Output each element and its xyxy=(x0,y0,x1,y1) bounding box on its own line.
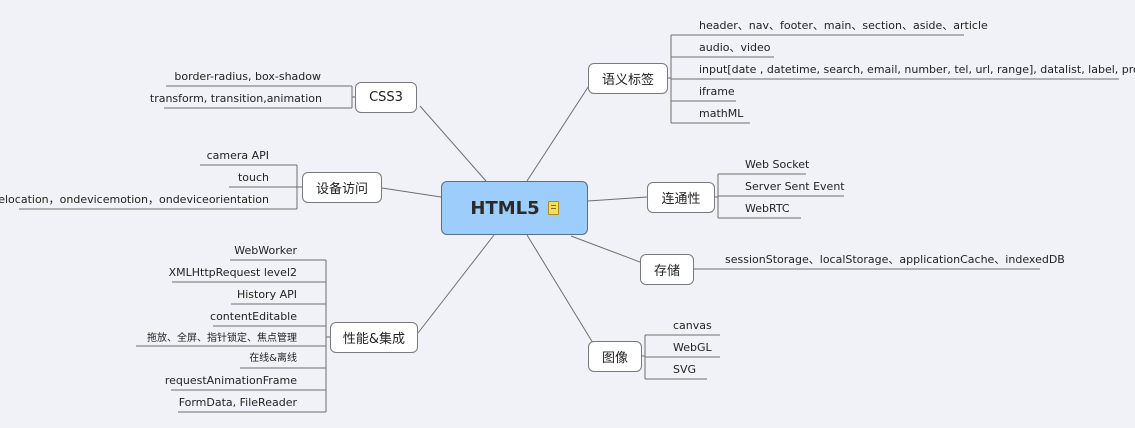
root-label: HTML5 xyxy=(470,197,540,219)
leaf-device-2[interactable]: touch xyxy=(237,171,269,184)
branch-device-access[interactable]: 设备访问 xyxy=(302,172,382,203)
leaf-css3-1[interactable]: border-radius, box-shadow xyxy=(174,70,321,83)
branch-performance[interactable]: 性能&集成 xyxy=(330,322,418,353)
connector-root-css3 xyxy=(419,105,487,182)
leaf-device-1[interactable]: camera API xyxy=(206,149,269,162)
leaf-storage-1[interactable]: sessionStorage、localStorage、applicationC… xyxy=(725,253,1065,266)
leaf-performance-8[interactable]: FormData, FileReader xyxy=(178,396,297,409)
branch-storage[interactable]: 存储 xyxy=(640,254,694,285)
connector-root-graphics xyxy=(526,234,597,349)
branch-semantic-tags[interactable]: 语义标签 xyxy=(588,63,668,94)
leaf-graphics-2[interactable]: WebGL xyxy=(673,341,712,354)
leaf-performance-6[interactable]: 在线&离线 xyxy=(249,353,297,364)
branch-graphics[interactable]: 图像 xyxy=(588,341,642,372)
leaf-semantic-4[interactable]: iframe xyxy=(699,85,735,98)
leaf-semantic-3[interactable]: input[date , datetime, search, email, nu… xyxy=(699,63,1135,76)
note-icon xyxy=(547,201,559,215)
leaf-graphics-3[interactable]: SVG xyxy=(673,363,697,376)
leaf-connectivity-2[interactable]: Server Sent Event xyxy=(745,180,845,193)
leaf-device-3[interactable]: gelocation，ondevicemotion，ondeviceorient… xyxy=(0,193,269,206)
leaf-connectivity-3[interactable]: WebRTC xyxy=(745,202,790,215)
connector-root-connectivity xyxy=(587,196,648,202)
leaf-graphics-1[interactable]: canvas xyxy=(673,319,712,332)
leaf-connectivity-1[interactable]: Web Socket xyxy=(745,158,810,171)
leaf-performance-5[interactable]: 拖放、全屏、指针锁定、焦点管理 xyxy=(147,333,297,344)
leaf-performance-1[interactable]: WebWorker xyxy=(234,244,297,257)
leaf-semantic-2[interactable]: audio、video xyxy=(699,41,771,54)
leaf-performance-2[interactable]: XMLHttpRequest level2 xyxy=(168,266,297,279)
leaf-semantic-5[interactable]: mathML xyxy=(699,107,744,120)
connector-root-storage xyxy=(570,235,641,263)
leaf-performance-4[interactable]: contentEditable xyxy=(210,310,297,323)
leaf-css3-2[interactable]: transform, transition,animation xyxy=(149,92,322,105)
leaf-semantic-1[interactable]: header、nav、footer、main、section、aside、art… xyxy=(699,19,988,32)
connector-root-semantic xyxy=(526,77,595,182)
branch-connectivity[interactable]: 连通性 xyxy=(647,182,715,213)
connector-root-performance xyxy=(417,234,495,334)
connector-root-device xyxy=(381,187,442,198)
branch-css3[interactable]: CSS3 xyxy=(355,82,417,113)
leaf-performance-3[interactable]: History API xyxy=(236,288,297,301)
root-node[interactable]: HTML5 xyxy=(441,181,588,235)
leaf-performance-7[interactable]: requestAnimationFrame xyxy=(164,374,297,387)
